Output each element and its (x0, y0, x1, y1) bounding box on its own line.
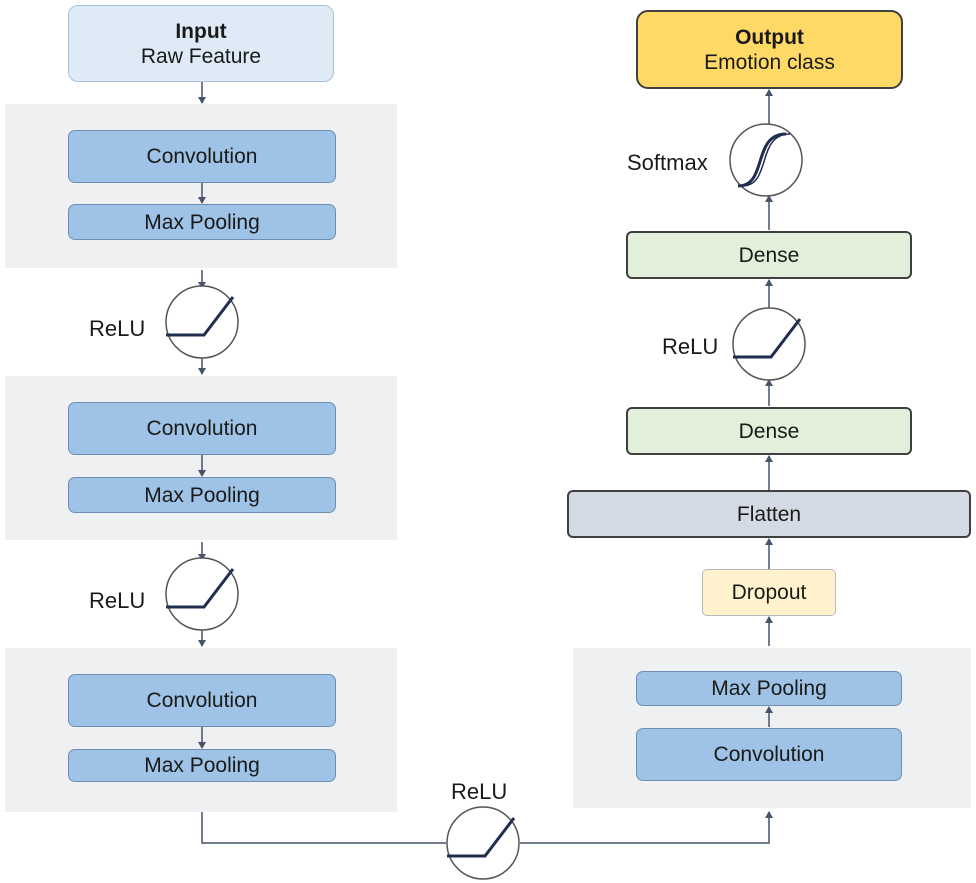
softmax-icon (729, 123, 803, 197)
relu-icon (732, 307, 806, 381)
relu-icon (165, 557, 239, 631)
max-pooling-layer: Max Pooling (636, 671, 902, 706)
input-subtitle: Raw Feature (140, 44, 262, 68)
output-title: Output (735, 25, 804, 49)
dense-layer: Dense (626, 407, 912, 455)
input-title: Input (175, 19, 227, 43)
relu-label: ReLU (89, 588, 146, 613)
output-subtitle: Emotion class (704, 50, 835, 74)
relu-icon (165, 285, 239, 359)
relu-icon (446, 806, 520, 880)
max-pooling-layer: Max Pooling (68, 204, 336, 240)
convolution-layer: Convolution (68, 674, 336, 727)
convolution-layer: Convolution (68, 130, 336, 183)
output-node: Output Emotion class (636, 10, 903, 89)
max-pooling-layer: Max Pooling (68, 477, 336, 513)
relu-label: ReLU (89, 316, 146, 341)
convolution-layer: Convolution (68, 402, 336, 455)
input-node: Input Raw Feature (68, 5, 334, 82)
softmax-label: Softmax (627, 150, 708, 175)
dense-layer: Dense (626, 231, 912, 279)
connector-arrows (198, 82, 773, 844)
relu-label: ReLU (451, 779, 508, 804)
dropout-layer: Dropout (702, 569, 836, 616)
convolution-layer: Convolution (636, 728, 902, 781)
flatten-layer: Flatten (567, 490, 971, 538)
max-pooling-layer: Max Pooling (68, 749, 336, 782)
relu-label: ReLU (662, 334, 719, 359)
